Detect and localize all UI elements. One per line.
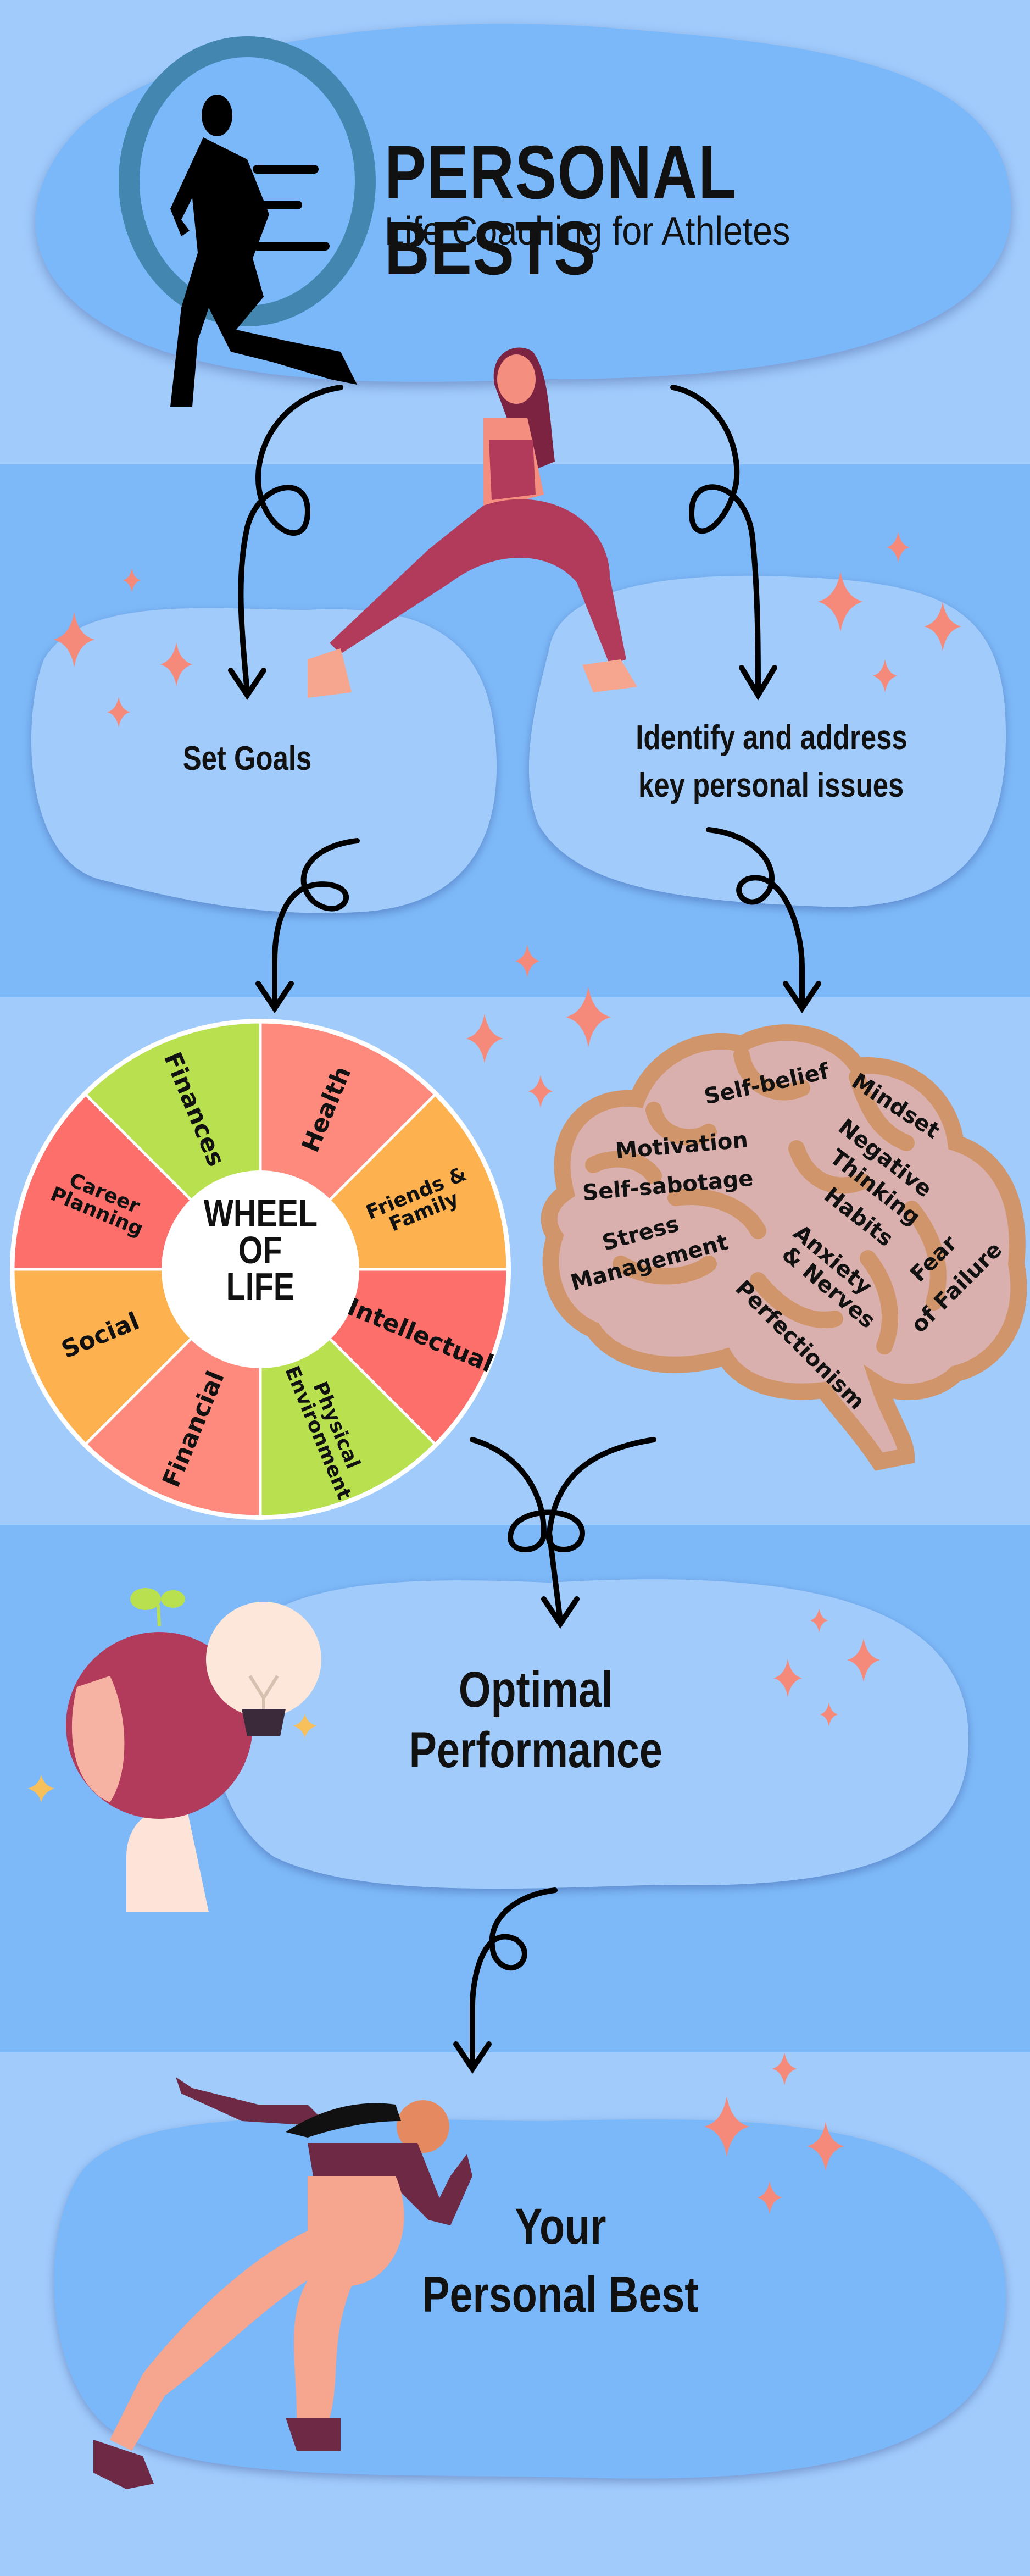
brand-subtitle-wrap: Life Coaching for Athletes — [385, 209, 836, 254]
sparkle-icon — [847, 1638, 880, 1682]
wheel-center-label: WHEEL OF LIFE — [183, 1192, 337, 1308]
sparkle-icon — [807, 2122, 844, 2171]
sparkle-icon — [757, 2181, 782, 2214]
optimal-label: Optimal Performance — [313, 1659, 758, 1781]
identify-cloud — [528, 575, 1006, 907]
sparkle-icon — [817, 571, 864, 632]
sparkle-icon — [123, 568, 141, 592]
sparkle-icon — [565, 987, 611, 1047]
sparkle-icon — [887, 532, 910, 563]
personal-best-label-line1: Your — [514, 2199, 606, 2255]
sparkle-icon — [704, 2096, 750, 2157]
optimal-label-line2: Performance — [409, 1722, 662, 1779]
sparkle-icon — [27, 1775, 55, 1802]
sparkle-icon — [772, 2052, 797, 2085]
sparkle-icon — [515, 945, 540, 978]
sparkle-icon — [107, 697, 130, 728]
brand-title: PERSONAL BESTS — [385, 130, 736, 291]
arrow-to-best — [453, 1887, 558, 2074]
set-goals-label: Set Goals — [182, 740, 312, 778]
optimal-cloud — [213, 1579, 969, 1889]
brand-title-wrap: PERSONAL BESTS — [385, 135, 989, 286]
sparkle-icon — [924, 602, 961, 651]
wheel-center-line3: LIFE — [226, 1265, 295, 1308]
sparkle-icon — [872, 659, 898, 692]
arrow-to-goals — [228, 385, 343, 701]
sparkle-icon — [820, 1702, 838, 1726]
sparkle-icon — [773, 1659, 803, 1697]
optimal-label-line1: Optimal — [458, 1662, 613, 1718]
arrow-to-optimal — [470, 1437, 656, 1629]
set-goals-label-wrap: Set Goals — [82, 739, 412, 778]
wheel-center-line1: WHEEL — [203, 1192, 318, 1235]
arrow-to-issues — [670, 385, 777, 701]
sparkle-icon — [293, 1714, 317, 1738]
sparkle-icon — [160, 642, 193, 686]
identify-label-line1: Identify and address — [635, 719, 907, 757]
header-cloud — [35, 24, 1011, 382]
identify-label: Identify and address key personal issues — [524, 714, 1018, 810]
sparkle-icon — [53, 612, 95, 667]
identify-label-line2: key personal issues — [638, 766, 904, 804]
arrow-to-wheel — [255, 838, 360, 1014]
brand-subtitle: Life Coaching for Athletes — [385, 209, 790, 253]
personal-best-label-line2: Personal Best — [422, 2267, 699, 2323]
set-goals-cloud — [31, 608, 497, 913]
wheel-center-line2: OF — [238, 1228, 282, 1272]
sparkle-icon — [810, 1608, 828, 1633]
sparkle-icon — [528, 1075, 553, 1108]
arrow-to-brain — [706, 827, 821, 1014]
best-cloud — [54, 2118, 1006, 2479]
sparkle-icon — [466, 1014, 503, 1063]
wheel-center — [162, 1170, 359, 1368]
personal-best-label: Your Personal Best — [341, 2192, 780, 2329]
runner-silhouette-icon — [170, 95, 357, 407]
